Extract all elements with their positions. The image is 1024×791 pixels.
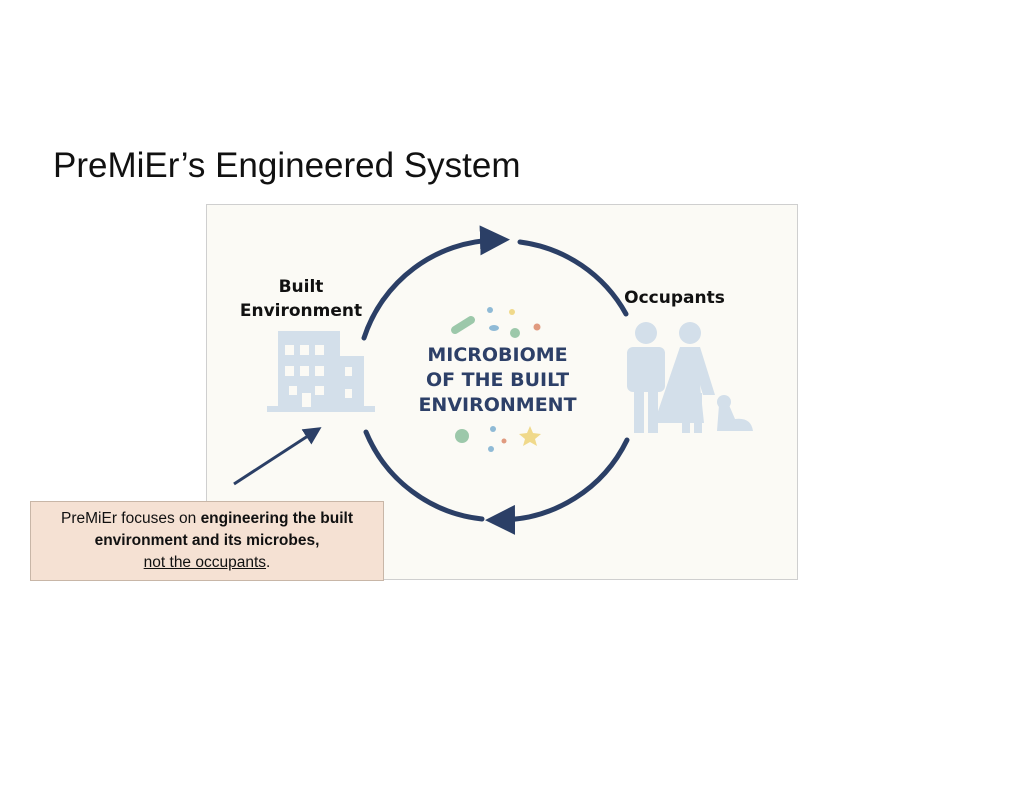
occupants-icon bbox=[627, 322, 715, 433]
built-environment-label: Built Environment bbox=[236, 275, 366, 323]
center-line: ENVIRONMENT bbox=[418, 394, 577, 416]
slide-title: PreMiEr’s Engineered System bbox=[53, 146, 521, 185]
pointer-arrow bbox=[233, 427, 322, 486]
center-title: MICROBIOME OF THE BUILT ENVIRONMENT bbox=[405, 343, 590, 418]
callout-box: PreMiEr focuses on engineering the built… bbox=[30, 501, 384, 581]
center-line: MICROBIOME bbox=[427, 344, 568, 366]
cycle-arrow-bottom-left bbox=[363, 429, 485, 522]
building-icon bbox=[267, 331, 375, 412]
callout-period: . bbox=[266, 554, 271, 571]
microbes-icon bbox=[451, 307, 541, 452]
occupants-label: Occupants bbox=[624, 288, 725, 308]
cycle-arrow-top-left bbox=[361, 225, 510, 341]
cycle-arrow-bottom-right bbox=[485, 437, 630, 535]
center-line: OF THE BUILT bbox=[425, 369, 570, 391]
cycle-arrow-top-right bbox=[517, 239, 629, 317]
dog-icon bbox=[717, 395, 753, 431]
callout-text: PreMiEr focuses on bbox=[61, 510, 201, 527]
label-line: Built bbox=[278, 277, 324, 297]
callout-underlined-text: not the occupants bbox=[143, 554, 267, 571]
callout-bold-text: engineering the built environment and it… bbox=[94, 510, 353, 549]
label-line: Environment bbox=[239, 301, 363, 321]
